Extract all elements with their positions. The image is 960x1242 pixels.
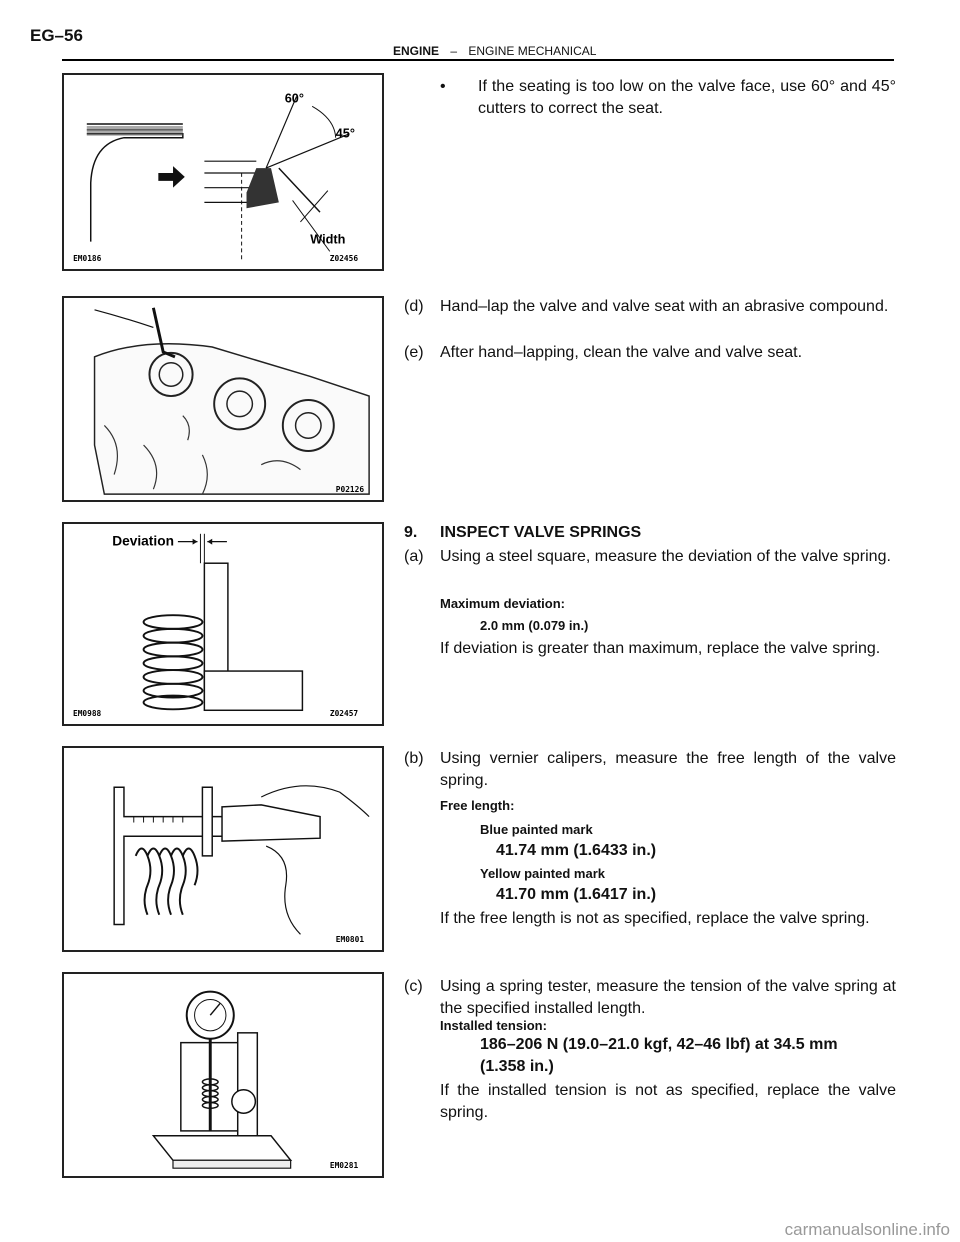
step-marker: (c) xyxy=(404,978,423,995)
step-b: (b) Using vernier calipers, measure the … xyxy=(404,748,896,792)
note-text: If the installed tension is not as speci… xyxy=(440,1082,896,1121)
figure-code-right: EM0281 xyxy=(330,1161,359,1170)
spec-value-blue-mark: 41.74 mm (1.6433 in.) xyxy=(496,842,657,859)
spring-deviation-diagram: Deviation EM0988 Z02457 xyxy=(73,534,359,719)
deviation-label: Deviation xyxy=(112,534,174,549)
header-subsection: ENGINE MECHANICAL xyxy=(468,44,597,58)
note-free-length: If the free length is not as specified, … xyxy=(404,908,896,930)
step-c: (c) Using a spring tester, measure the t… xyxy=(404,976,896,1020)
valve-seat-diagram: 60° 45° Width EM0186 Z02456 xyxy=(73,90,359,263)
spec-value-yellow-mark: 41.70 mm (1.6417 in.) xyxy=(496,886,657,903)
page-number: EG–56 xyxy=(30,26,83,45)
header-separator: – xyxy=(450,44,458,58)
step-marker: (a) xyxy=(404,548,424,565)
step-text: After hand–lapping, clean the valve and … xyxy=(440,344,803,361)
step-text: Using a steel square, measure the deviat… xyxy=(440,548,891,565)
figure-code-left: EM0988 xyxy=(73,709,102,718)
spec-sub-blue-mark: Blue painted mark xyxy=(480,822,593,837)
bullet-text: If the seating is too low on the valve f… xyxy=(478,78,896,117)
step-text: Using a spring tester, measure the tensi… xyxy=(440,978,896,1017)
step-text: Using vernier calipers, measure the free… xyxy=(440,750,896,789)
figure-vernier-calipers: EM0801 xyxy=(62,746,384,952)
header-rule xyxy=(62,59,894,61)
figure-valve-seat-angles: 60° 45° Width EM0186 Z02456 xyxy=(62,73,384,271)
note-deviation: If deviation is greater than maximum, re… xyxy=(404,638,896,660)
spec-sub-yellow-mark: Yellow painted mark xyxy=(480,866,605,881)
bullet-marker: • xyxy=(440,78,446,95)
note-text: If deviation is greater than maximum, re… xyxy=(440,640,881,657)
footer-watermark: carmanualsonline.info xyxy=(784,1220,950,1239)
figure-spring-deviation: Deviation EM0988 Z02457 xyxy=(62,522,384,726)
figure-code-right: Z02457 xyxy=(330,709,359,718)
angle-45-label: 45° xyxy=(336,126,355,141)
spec-value-max-deviation: 2.0 mm (0.079 in.) xyxy=(480,618,589,633)
width-label: Width xyxy=(310,232,345,247)
section-number: 9. xyxy=(404,524,418,541)
step-e: (e) After hand–lapping, clean the valve … xyxy=(404,342,896,364)
spec-label-max-deviation: Maximum deviation: xyxy=(440,596,565,611)
angle-60-label: 60° xyxy=(285,90,304,105)
spec-value-tension-line2: (1.358 in.) xyxy=(480,1058,554,1075)
spring-tester-illustration: EM0281 xyxy=(151,990,359,1170)
figure-hand-lapping: P02126 xyxy=(62,296,384,502)
vernier-calipers-illustration: EM0801 xyxy=(113,785,370,944)
step-text: Hand–lap the valve and valve seat with a… xyxy=(440,298,889,315)
section-9-heading: 9. INSPECT VALVE SPRINGS xyxy=(404,522,896,544)
figure-code-right: P02126 xyxy=(336,485,365,494)
note-text: If the free length is not as specified, … xyxy=(440,910,870,927)
step-a: (a) Using a steel square, measure the de… xyxy=(404,546,896,568)
figure-code-right: EM0801 xyxy=(336,935,365,944)
header-section: ENGINE xyxy=(393,44,440,58)
step-marker: (e) xyxy=(404,344,424,361)
step-marker: (d) xyxy=(404,298,424,315)
running-header: ENGINE – ENGINE MECHANICAL xyxy=(393,44,596,58)
spec-label-installed-tension: Installed tension: xyxy=(440,1018,547,1033)
spec-value-tension-line1: 186–206 N (19.0–21.0 kgf, 42–46 lbf) at … xyxy=(480,1036,838,1053)
figure-spring-tester: EM0281 xyxy=(62,972,384,1178)
step-marker: (b) xyxy=(404,750,424,767)
figure-code-right: Z02456 xyxy=(330,254,359,263)
step-d: (d) Hand–lap the valve and valve seat wi… xyxy=(404,296,896,318)
note-installed-tension: If the installed tension is not as speci… xyxy=(404,1080,896,1124)
section-title: INSPECT VALVE SPRINGS xyxy=(440,524,642,541)
hand-lapping-illustration: P02126 xyxy=(93,307,370,495)
figure-code-left: EM0186 xyxy=(73,254,102,263)
bullet-low-seating: • If the seating is too low on the valve… xyxy=(404,76,896,120)
spec-label-free-length: Free length: xyxy=(440,798,515,813)
